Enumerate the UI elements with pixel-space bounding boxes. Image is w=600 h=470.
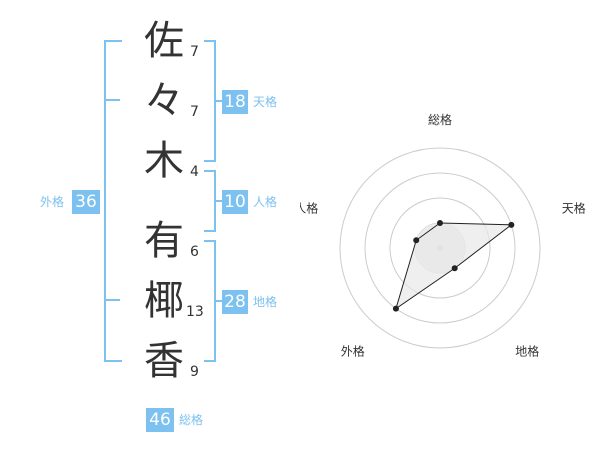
stroke-count-4: 6 bbox=[190, 244, 199, 260]
tenkaku-tick bbox=[214, 100, 222, 102]
jinkaku-tick bbox=[214, 200, 222, 202]
radar-axis-label-1: 総格 bbox=[428, 112, 452, 127]
gaikaku-bracket bbox=[104, 40, 122, 362]
chikaku-label: 地格 bbox=[253, 295, 278, 309]
radar-axis-label-4: 外格 bbox=[341, 344, 365, 359]
gaikaku-tick-lower bbox=[104, 299, 120, 301]
soukaku-label: 総格 bbox=[179, 413, 204, 427]
gaikaku-label: 外格 bbox=[40, 195, 65, 209]
radar-point-3 bbox=[451, 265, 458, 272]
tenkaku-value: 18 bbox=[222, 90, 248, 114]
radar-ring-3 bbox=[364, 172, 516, 324]
chikaku-value: 28 bbox=[222, 290, 248, 314]
name-char-5: 椰 bbox=[144, 278, 184, 324]
radar-point-5 bbox=[413, 237, 420, 244]
radar-point-4 bbox=[392, 305, 399, 312]
stroke-count-1: 7 bbox=[190, 44, 199, 60]
chikaku-tick bbox=[214, 300, 222, 302]
tenkaku-label: 天格 bbox=[253, 95, 278, 109]
radar-axis-label-2: 天格 bbox=[562, 200, 586, 215]
radar-point-2 bbox=[508, 221, 515, 228]
stroke-count-2: 7 bbox=[190, 104, 199, 120]
name-char-2: 々 bbox=[144, 78, 184, 124]
jinkaku-value: 10 bbox=[222, 190, 248, 214]
name-char-6: 香 bbox=[144, 338, 184, 384]
jinkaku-label: 人格 bbox=[253, 195, 278, 209]
radar-ring-4 bbox=[339, 147, 541, 349]
radar-axis-label-3: 地格 bbox=[515, 344, 539, 359]
soukaku-value: 46 bbox=[146, 408, 174, 432]
radar-point-1 bbox=[437, 220, 443, 226]
name-char-1: 佐 bbox=[144, 18, 184, 64]
name-char-4: 有 bbox=[144, 218, 184, 264]
stroke-count-5: 13 bbox=[186, 304, 204, 320]
stroke-count-3: 4 bbox=[190, 164, 199, 180]
radar-axis-label-5: 人格 bbox=[300, 200, 318, 215]
gaikaku-tick-upper bbox=[104, 99, 120, 101]
gaikaku-value: 36 bbox=[72, 190, 100, 214]
name-char-3: 木 bbox=[144, 138, 184, 184]
stroke-count-6: 9 bbox=[190, 364, 199, 380]
radar-ring-2 bbox=[389, 197, 491, 299]
